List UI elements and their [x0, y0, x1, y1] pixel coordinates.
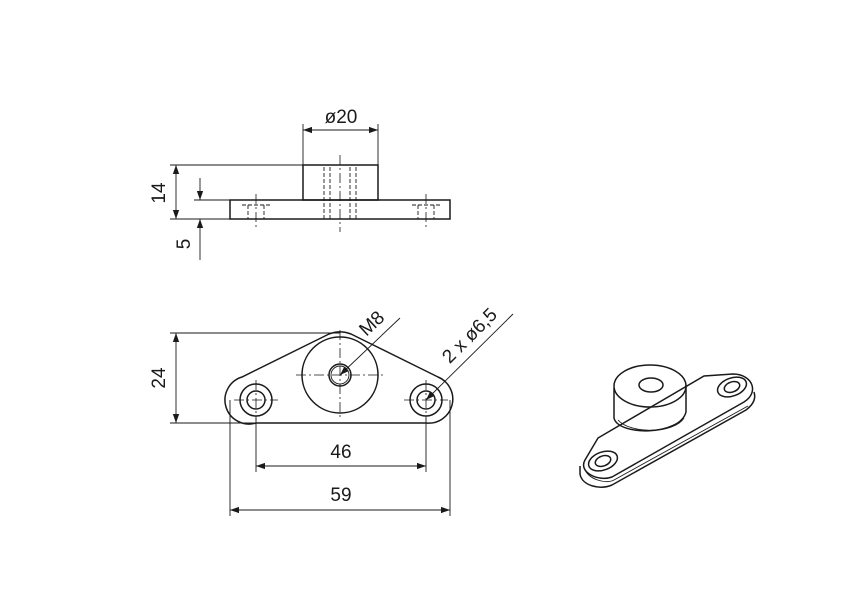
thread-label: M8 — [355, 307, 389, 340]
total-height-label: 14 — [149, 182, 170, 204]
holes-label: 2 x ø6,5 — [438, 304, 501, 367]
height-label: 24 — [149, 367, 170, 389]
base-thickness-label: 5 — [174, 239, 195, 250]
hole-spacing-label: 46 — [330, 442, 351, 463]
side-view: ø20 14 5 — [149, 107, 451, 260]
side-collar — [302, 164, 379, 201]
isometric-view — [579, 364, 756, 488]
collar-diameter-label: ø20 — [325, 107, 358, 128]
overall-length-label: 59 — [330, 485, 351, 506]
top-view: M8 2 x ø6,5 24 46 59 — [149, 304, 514, 516]
top-outline — [224, 331, 454, 425]
